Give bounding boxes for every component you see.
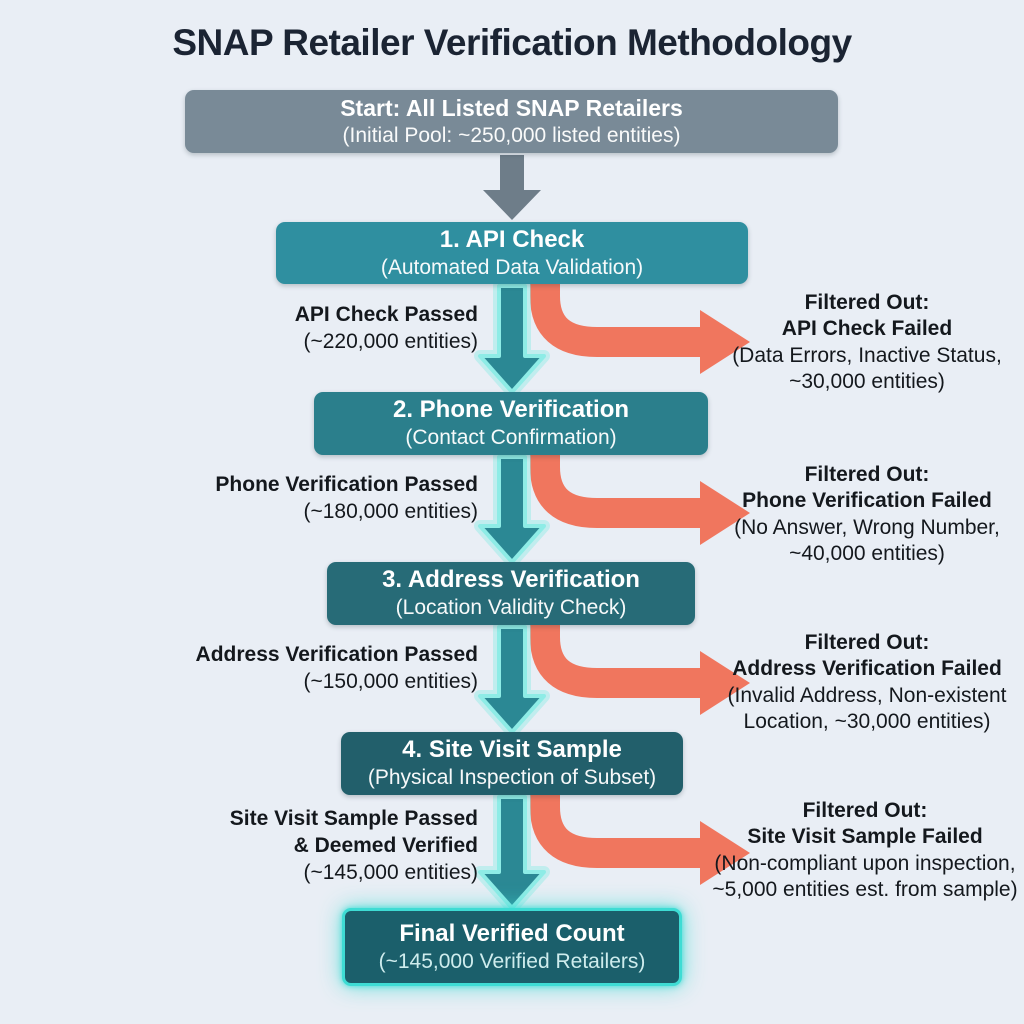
final-verified-count-box: Final Verified Count (~145,000 Verified … [342, 908, 682, 986]
passed-label-count: (~220,000 entities) [303, 329, 478, 353]
passed-label-count: (~145,000 entities) [303, 860, 478, 884]
filtered-label-detail: (No Answer, Wrong Number, [734, 515, 1000, 539]
final-box-title: Final Verified Count [399, 919, 625, 947]
step-box-phone-verification: 2. Phone Verification (Contact Confirmat… [314, 392, 708, 455]
pass-arrow-3 [474, 621, 550, 738]
filtered-label-heading: Filtered Out: [804, 631, 930, 654]
start-box-subtitle: (Initial Pool: ~250,000 listed entities) [342, 123, 681, 147]
filtered-label-reason: API Check Failed [781, 317, 953, 341]
filtered-label-count: Location, ~30,000 entities) [743, 710, 991, 734]
filter-arrow-1 [530, 284, 750, 374]
filtered-label-count: ~5,000 entities est. from sample) [712, 878, 1018, 902]
filtered-label-detail: (Data Errors, Inactive Status, [732, 343, 1002, 367]
passed-label-line: Site Visit Sample Passed [229, 807, 478, 830]
filtered-label-heading: Filtered Out: [804, 291, 930, 314]
step-box-api-check: 1. API Check (Automated Data Validation) [276, 222, 748, 284]
final-box-subtitle: (~145,000 Verified Retailers) [378, 949, 646, 973]
filtered-label-reason: Phone Verification Failed [742, 489, 992, 513]
filtered-label-site-visit-sample: Filtered Out: Site Visit Sample Failed (… [712, 798, 1018, 904]
step-box-title: 2. Phone Verification [392, 396, 630, 424]
filtered-label-phone-verification: Filtered Out: Phone Verification Failed … [714, 462, 1020, 568]
pass-arrow-1 [474, 280, 550, 398]
passed-label-line: API Check Passed [294, 303, 478, 326]
filter-arrow-3 [530, 625, 750, 715]
filtered-label-count: ~40,000 entities) [789, 542, 945, 566]
pass-arrow-4 [474, 791, 550, 914]
step-box-title: 1. API Check [439, 225, 585, 253]
passed-label-address-verification: Address Verification Passed (~150,000 en… [148, 642, 478, 696]
filtered-label-heading: Filtered Out: [804, 463, 930, 486]
filtered-label-count: ~30,000 entities) [789, 370, 945, 394]
passed-label-api-check: API Check Passed (~220,000 entities) [148, 302, 478, 356]
step-box-site-visit-sample: 4. Site Visit Sample (Physical Inspectio… [341, 732, 683, 795]
passed-label-count: (~150,000 entities) [303, 669, 478, 693]
step-box-subtitle: (Physical Inspection of Subset) [367, 766, 657, 790]
filtered-label-heading: Filtered Out: [802, 799, 928, 822]
pass-arrow-2 [474, 451, 550, 568]
step-box-subtitle: (Location Validity Check) [395, 596, 627, 620]
page-title: SNAP Retailer Verification Methodology [172, 22, 852, 63]
step-box-title: 3. Address Verification [382, 566, 640, 594]
filter-arrow-2 [530, 455, 750, 545]
passed-label-line2: & Deemed Verified [293, 833, 478, 857]
passed-label-line: Phone Verification Passed [215, 473, 478, 496]
step-box-title: 4. Site Visit Sample [402, 736, 622, 764]
filter-arrow-4 [530, 795, 750, 885]
passed-label-phone-verification: Phone Verification Passed (~180,000 enti… [148, 472, 478, 526]
passed-label-count: (~180,000 entities) [303, 499, 478, 523]
filtered-label-detail: (Invalid Address, Non-existent [727, 683, 1007, 707]
step-box-subtitle: (Automated Data Validation) [380, 255, 644, 279]
filtered-label-detail: (Non-compliant upon inspection, [714, 851, 1016, 875]
filtered-label-api-check: Filtered Out: API Check Failed (Data Err… [714, 290, 1020, 396]
passed-label-site-visit-sample: Site Visit Sample Passed & Deemed Verifi… [148, 806, 478, 887]
passed-label-line: Address Verification Passed [195, 643, 478, 666]
step-box-subtitle: (Contact Confirmation) [405, 426, 617, 450]
start-flow-arrow [483, 155, 541, 220]
start-box: Start: All Listed SNAP Retailers (Initia… [185, 90, 838, 153]
step-box-address-verification: 3. Address Verification (Location Validi… [327, 562, 695, 625]
filtered-label-reason: Site Visit Sample Failed [747, 825, 983, 849]
start-box-title: Start: All Listed SNAP Retailers [340, 95, 683, 121]
filtered-label-address-verification: Filtered Out: Address Verification Faile… [714, 630, 1020, 736]
filtered-label-reason: Address Verification Failed [732, 657, 1002, 681]
